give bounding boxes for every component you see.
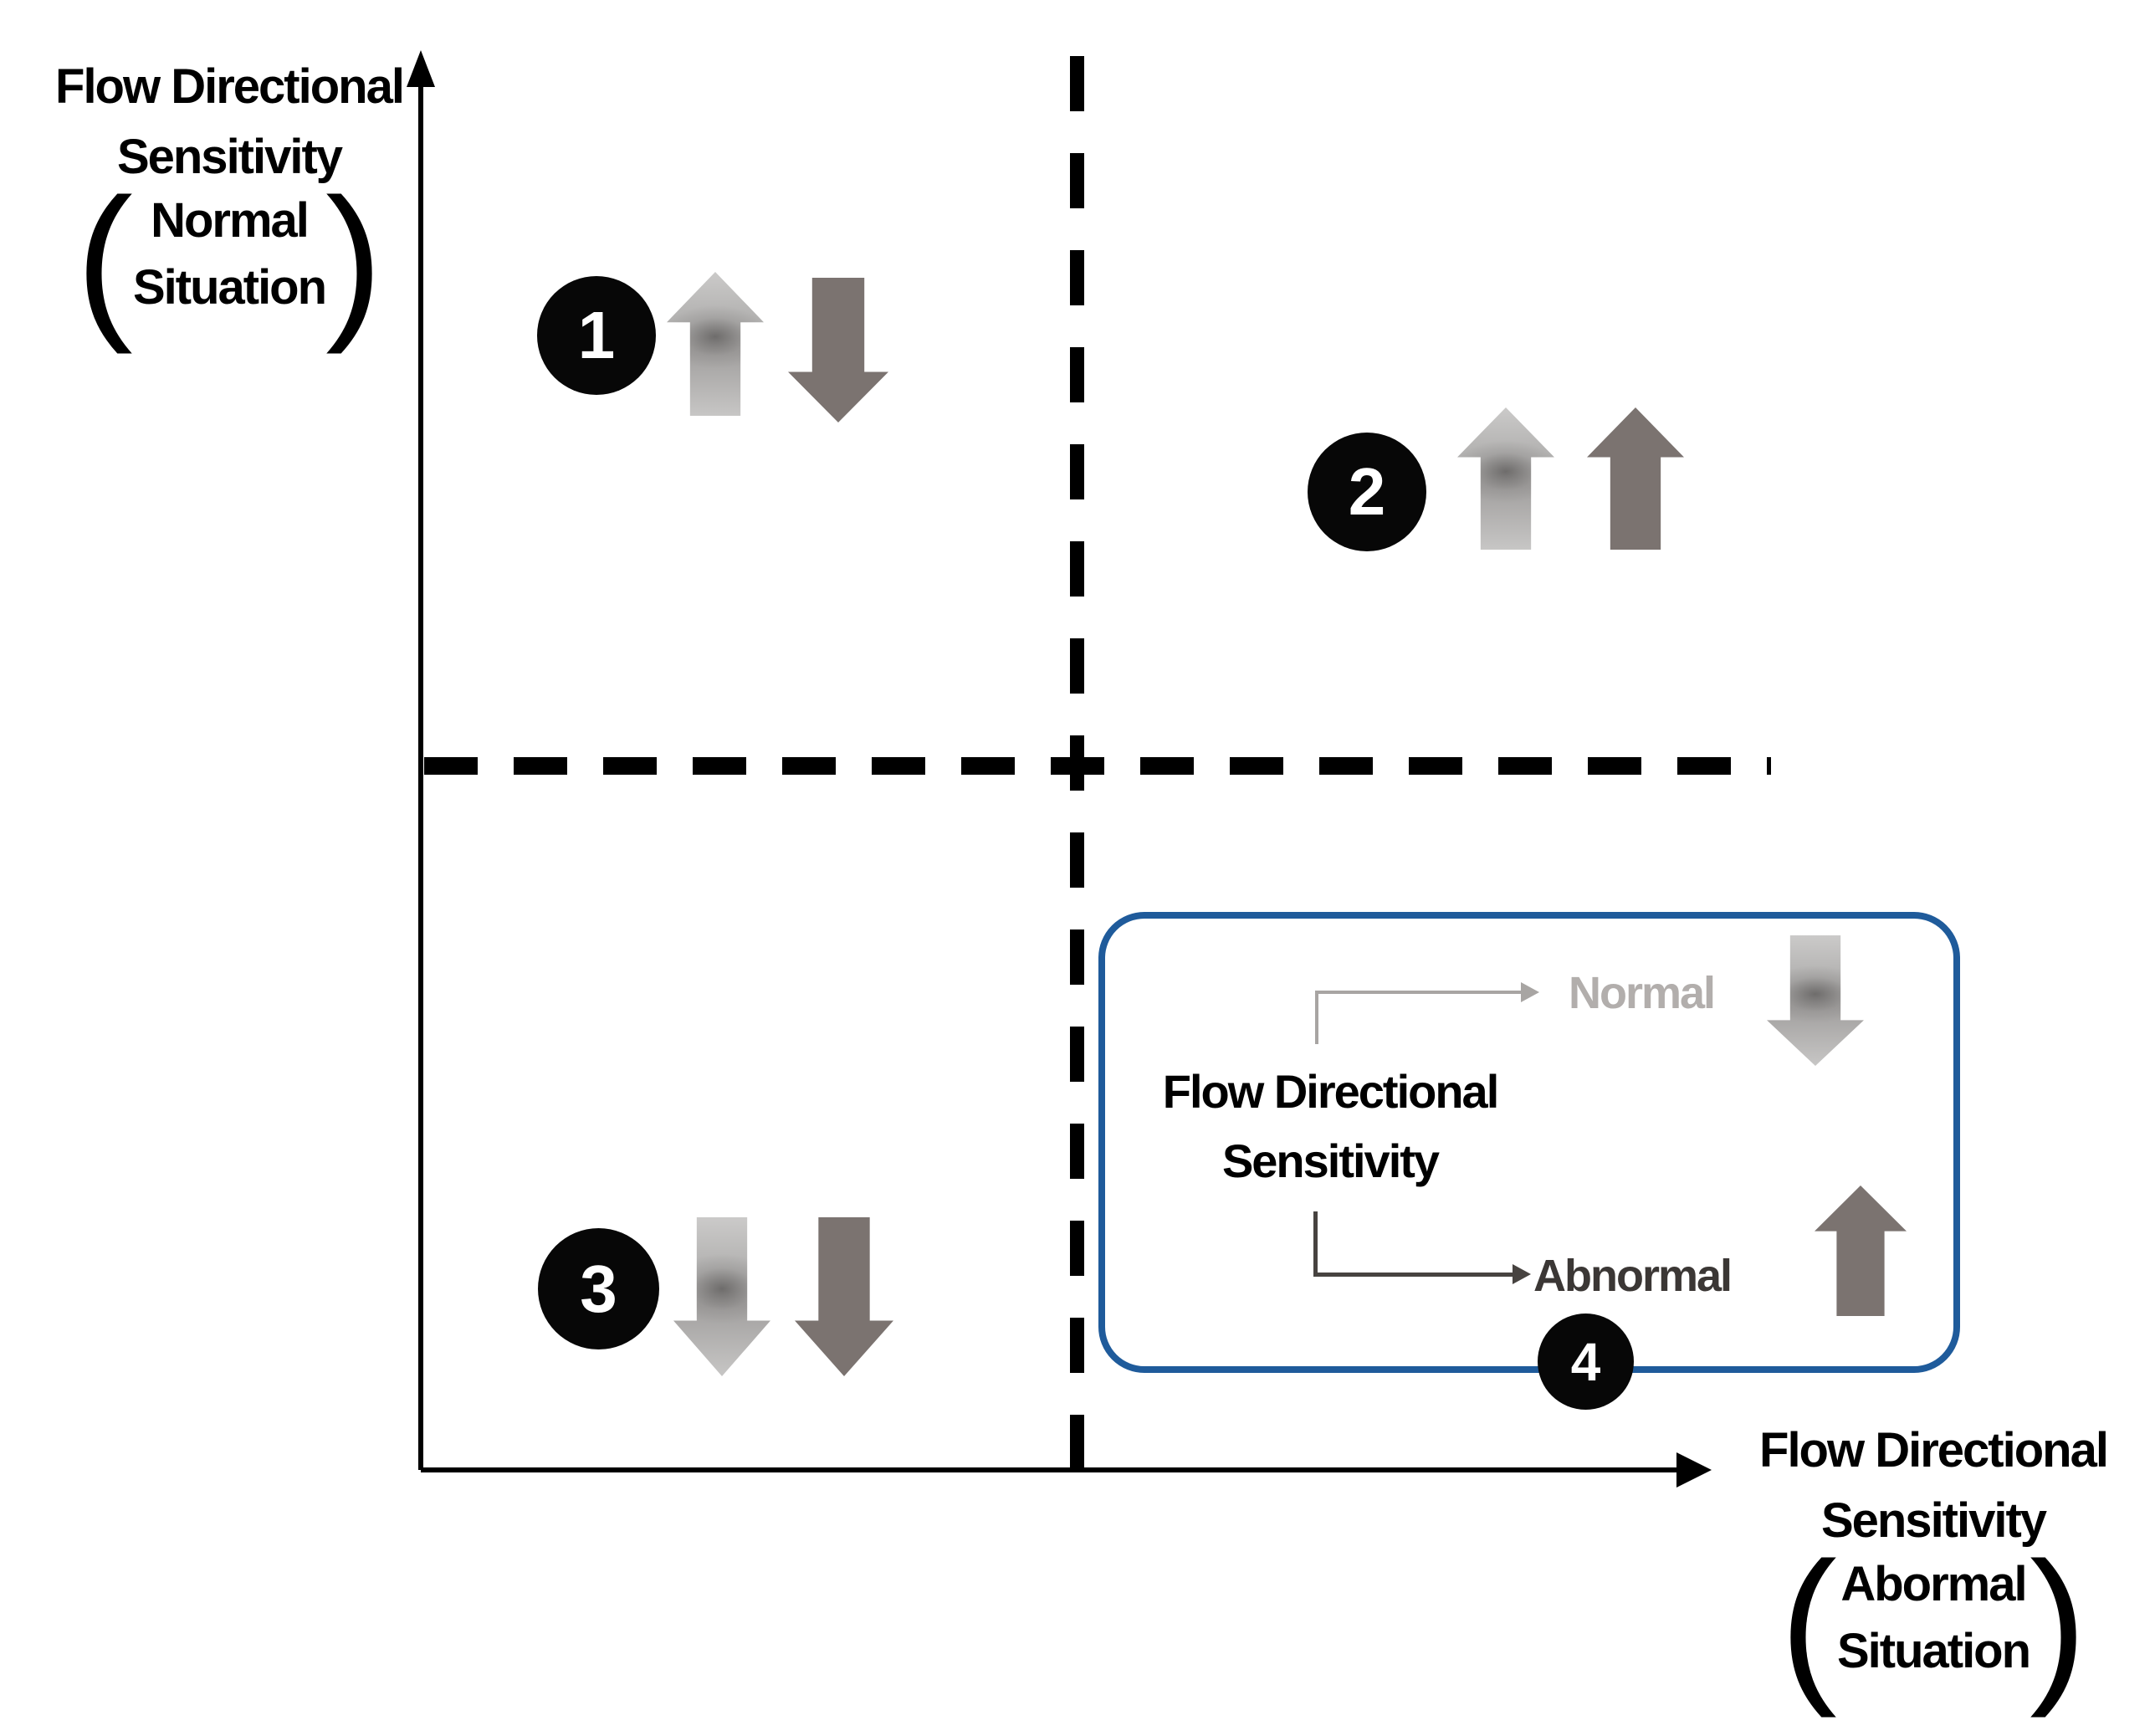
x-axis-paren-line1: Abormal: [1840, 1557, 2027, 1611]
legend-title-line1: Flow Directional: [1162, 1065, 1500, 1118]
abnormal-connector-arrowhead-icon: [1513, 1264, 1531, 1284]
x-axis-paren-line2: Situation: [1836, 1624, 2031, 1678]
horizontal-dashed-divider: [424, 757, 1771, 775]
x-axis-label-line1: Flow Directional: [1759, 1423, 2109, 1477]
y-axis-line: [418, 79, 423, 1470]
open-paren: (: [75, 163, 133, 355]
quadrant-1-number: 1: [577, 298, 616, 372]
quadrant-2-number: 2: [1348, 454, 1386, 529]
legend-abnormal-label: Abnormal: [1533, 1251, 1733, 1301]
close-paren: ): [325, 163, 383, 355]
y-axis-label: Flow Directional Sensitivity ( Normal Si…: [40, 52, 418, 345]
abnormal-connector-vertical: [1313, 1211, 1318, 1277]
normal-connector-arrowhead-icon: [1521, 982, 1539, 1002]
dark-up-arrow-icon: [1587, 407, 1684, 550]
x-axis-label: Flow Directional Sensitivity ( Abormal S…: [1744, 1416, 2122, 1708]
light-up-arrow-icon: [667, 272, 764, 416]
light-down-arrow-icon: [673, 1217, 770, 1376]
normal-connector-vertical: [1315, 992, 1318, 1044]
x-axis-line: [421, 1467, 1680, 1472]
x-axis-arrowhead-icon: [1676, 1452, 1712, 1488]
quadrant-3-number-badge: 3: [538, 1228, 659, 1349]
abnormal-connector-horizontal: [1313, 1273, 1514, 1277]
y-axis-paren-line2: Situation: [132, 260, 327, 315]
x-axis-label-line2: Sensitivity: [1820, 1493, 2047, 1548]
y-axis-label-line2: Sensitivity: [116, 130, 343, 184]
legend-box: [1098, 912, 1960, 1373]
legend-title: Flow Directional Sensitivity: [1113, 1057, 1548, 1196]
legend-title-line2: Sensitivity: [1221, 1134, 1440, 1187]
normal-connector-horizontal: [1315, 991, 1523, 994]
y-axis-paren-group: ( Normal Situation ): [40, 173, 418, 345]
quadrant-3-number: 3: [580, 1251, 617, 1326]
open-paren: (: [1779, 1527, 1837, 1718]
x-axis-paren-group: ( Abormal Situation ): [1744, 1537, 2122, 1708]
y-axis-label-line1: Flow Directional: [55, 59, 405, 114]
close-paren: ): [2030, 1527, 2087, 1718]
y-axis-paren-line1: Normal: [151, 193, 310, 248]
y-axis-arrowhead-icon: [407, 50, 435, 87]
dark-down-arrow-icon: [795, 1217, 893, 1376]
legend-normal-label: Normal: [1569, 968, 1716, 1018]
quadrant-4-number: 4: [1570, 1331, 1601, 1392]
dark-down-arrow-icon: [788, 278, 888, 422]
quadrant-4-number-badge: 4: [1538, 1314, 1634, 1410]
quadrant-1-number-badge: 1: [537, 276, 656, 395]
light-up-arrow-icon: [1457, 407, 1554, 550]
quadrant-2-number-badge: 2: [1308, 433, 1426, 551]
